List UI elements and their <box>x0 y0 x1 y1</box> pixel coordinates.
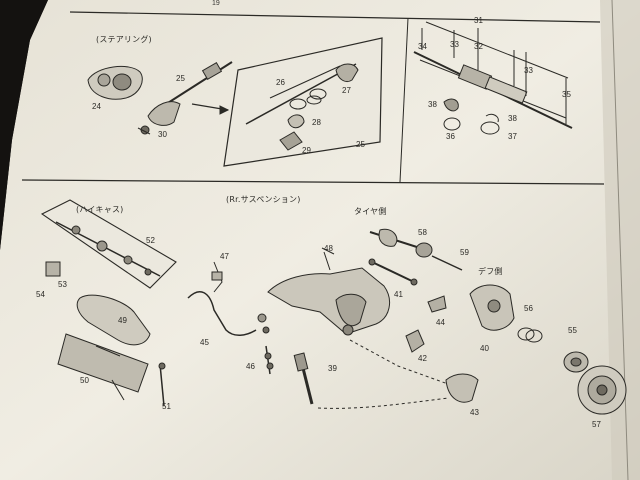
part-number: 47 <box>220 252 229 261</box>
part-number: 59 <box>460 248 469 257</box>
part-number: 43 <box>470 408 479 417</box>
part-number: 25 <box>356 140 365 149</box>
part-number: 29 <box>302 146 311 155</box>
part-number: 53 <box>58 280 67 289</box>
part-number: 38 <box>508 114 517 123</box>
part-number: 35 <box>562 90 571 99</box>
page-number: 19 <box>212 0 220 7</box>
steering-diagram <box>87 37 383 167</box>
part-number: 27 <box>342 86 351 95</box>
part-number: 26 <box>276 78 285 87</box>
part-number: 39 <box>328 364 337 373</box>
part-number: 52 <box>146 236 155 245</box>
part-number: 34 <box>418 42 427 51</box>
part-number: 32 <box>474 42 483 51</box>
part-number: 31 <box>474 16 483 25</box>
part-number: 37 <box>508 132 517 141</box>
part-number: 50 <box>80 376 89 385</box>
part-number: 57 <box>592 420 601 429</box>
diff-side-label: デフ側 <box>478 267 503 276</box>
part-number: 33 <box>524 66 533 75</box>
middle-divider <box>21 179 605 185</box>
rear-suspension-diagram <box>187 228 627 415</box>
top-divider <box>69 11 601 23</box>
part-number: 51 <box>162 402 171 411</box>
part-number: 30 <box>158 130 167 139</box>
part-number: 44 <box>436 318 445 327</box>
part-number: 49 <box>118 316 127 325</box>
part-number: 42 <box>418 354 427 363</box>
tire-side-label: タイヤ側 <box>354 207 387 216</box>
part-number: 48 <box>324 244 333 253</box>
part-number: 33 <box>450 40 459 49</box>
part-number: 56 <box>524 304 533 313</box>
rear-suspension-section-title: (Rr.サスペンション) <box>226 195 301 204</box>
hicas-section-title: (ハイキャス) <box>76 205 124 214</box>
part-number: 41 <box>394 290 403 299</box>
hicas-diagram <box>40 199 177 407</box>
part-number: 28 <box>312 118 321 127</box>
part-number: 45 <box>200 338 209 347</box>
part-number: 55 <box>568 326 577 335</box>
steering-rack-diagram <box>413 21 573 135</box>
part-number: 36 <box>446 132 455 141</box>
part-number: 25 <box>176 74 185 83</box>
part-number: 54 <box>36 290 45 299</box>
part-number: 38 <box>428 100 437 109</box>
steering-section-title: (ステアリング) <box>96 35 152 44</box>
part-number: 24 <box>92 102 101 111</box>
vertical-divider <box>399 17 409 183</box>
part-number: 46 <box>246 362 255 371</box>
part-number: 40 <box>480 344 489 353</box>
part-number: 58 <box>418 228 427 237</box>
